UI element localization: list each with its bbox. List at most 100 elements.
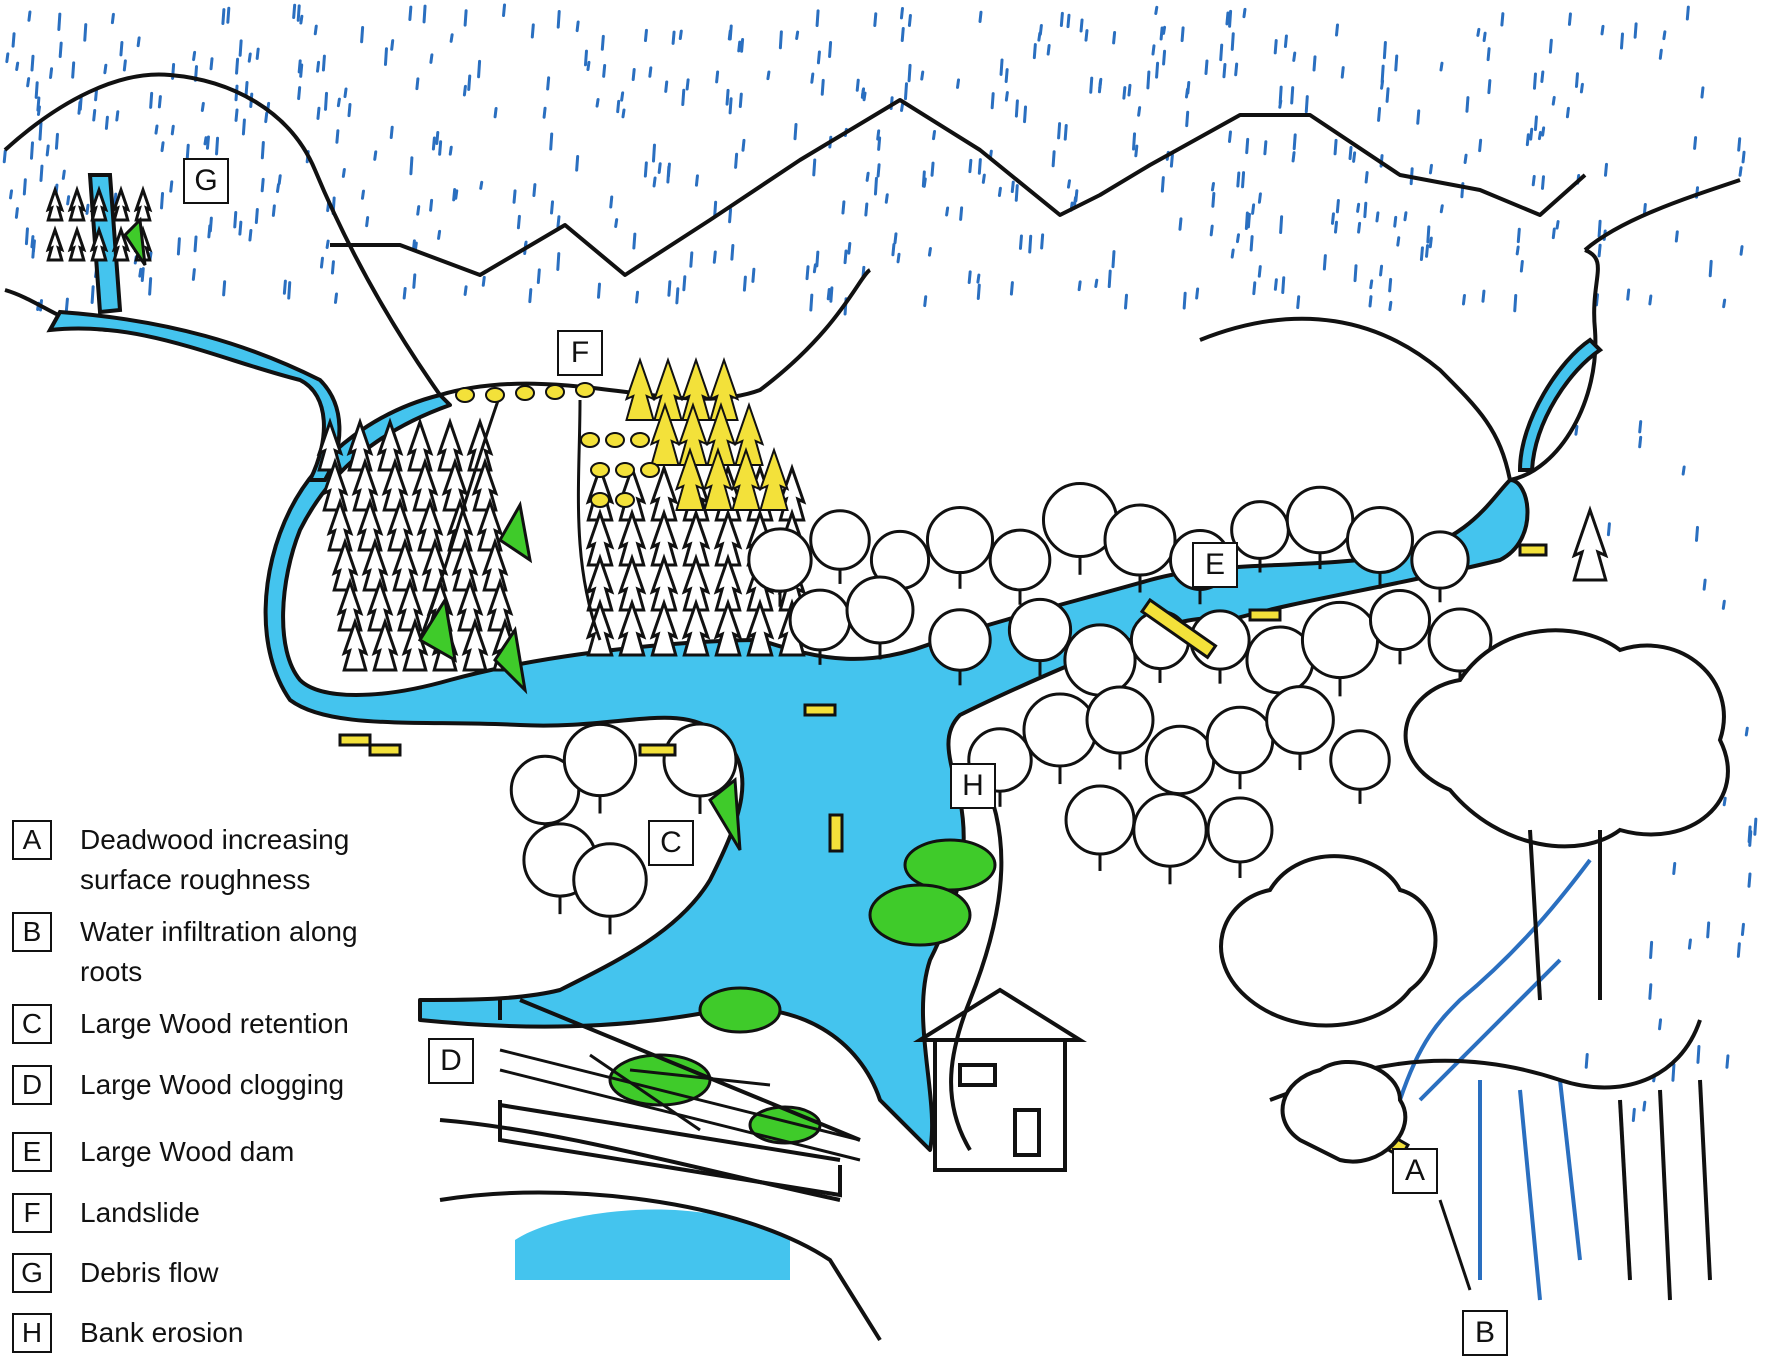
- rain-streak: [1565, 106, 1570, 119]
- rain-streak: [1312, 55, 1317, 72]
- rain-streak: [1685, 5, 1690, 21]
- rain-streak: [1227, 130, 1232, 143]
- rain-streak: [463, 9, 468, 27]
- rain-streak: [631, 68, 636, 81]
- rain-streak: [682, 275, 687, 292]
- deciduous-tree: [1265, 685, 1335, 755]
- rain-streak: [809, 293, 814, 312]
- rain-streak: [1124, 293, 1129, 310]
- rain-streak: [635, 290, 640, 304]
- rain-streak: [1063, 124, 1068, 141]
- legend-key-b: B: [12, 912, 52, 952]
- rain-streak: [1225, 11, 1230, 26]
- legend-key-f: F: [12, 1193, 52, 1233]
- rain-streak: [694, 174, 699, 187]
- deciduous-tree: [662, 722, 738, 798]
- legend-row-a: A Deadwood increasing surface roughness: [12, 820, 410, 900]
- rain-streak: [1597, 243, 1602, 258]
- rain-streak: [324, 91, 329, 111]
- rain-streak: [1084, 29, 1089, 42]
- conifer-tree: [471, 457, 499, 512]
- rain-streak: [58, 41, 63, 58]
- rain-streak: [1079, 18, 1084, 33]
- rain-streak: [1519, 260, 1524, 273]
- deciduous-tree: [1103, 503, 1177, 577]
- rain-streak: [1551, 95, 1556, 106]
- rain-streak: [678, 29, 683, 41]
- rain-streak: [620, 91, 625, 102]
- rain-streak: [45, 144, 50, 157]
- rain-streak: [1540, 70, 1545, 83]
- rain-streak: [981, 173, 986, 184]
- rain-streak: [449, 33, 454, 43]
- conifer-tree: [713, 598, 743, 657]
- rain-streak: [516, 214, 521, 230]
- rain-streak: [1281, 276, 1286, 294]
- rain-streak: [1204, 59, 1209, 76]
- rain-streak: [1051, 150, 1056, 168]
- conifer-tree: [476, 497, 504, 552]
- rain-streak: [1548, 38, 1553, 54]
- rain-streak: [1228, 9, 1233, 28]
- rain-streak: [1537, 130, 1542, 141]
- rain-streak: [651, 143, 656, 163]
- legend-key-h: H: [12, 1313, 52, 1353]
- rain-streak: [843, 249, 848, 265]
- rain-streak: [1533, 115, 1538, 132]
- rain-streak: [1721, 599, 1726, 610]
- rain-streak: [462, 84, 467, 97]
- rain-streak: [1146, 70, 1151, 90]
- rain-streak: [467, 74, 472, 91]
- rain-streak: [347, 103, 352, 118]
- tree-stump: [545, 384, 565, 400]
- rain-streak: [38, 121, 43, 141]
- rain-streak: [922, 177, 927, 188]
- rain-streak: [1279, 215, 1284, 235]
- rain-streak: [1747, 872, 1752, 888]
- rain-streak: [1738, 166, 1743, 177]
- rain-streak: [205, 135, 210, 150]
- rain-streak: [39, 164, 44, 182]
- rain-streak: [652, 176, 657, 188]
- rain-streak: [860, 88, 865, 99]
- rain-streak: [778, 30, 783, 50]
- rain-streak: [793, 123, 798, 141]
- rain-streak: [30, 54, 35, 72]
- rain-streak: [140, 267, 145, 283]
- rain-streak: [92, 109, 97, 122]
- rain-streak: [1235, 233, 1240, 244]
- rain-streak: [54, 132, 59, 150]
- rain-streak: [751, 267, 756, 283]
- rain-streak: [1694, 525, 1699, 542]
- conifer-tree: [617, 598, 647, 657]
- conifer-tree: [461, 617, 489, 672]
- map-label-f: F: [557, 330, 603, 376]
- rain-streak: [1249, 235, 1254, 252]
- deciduous-tree: [747, 527, 813, 593]
- rain-streak: [648, 66, 653, 78]
- rain-streak: [254, 207, 259, 225]
- rain-streak: [209, 57, 214, 71]
- rain-streak: [1403, 211, 1408, 222]
- rain-streak: [29, 141, 34, 160]
- landslide: [418, 394, 602, 641]
- rain-streak: [1388, 300, 1393, 312]
- rain-streak: [1004, 91, 1009, 102]
- rain-streak: [1463, 153, 1468, 165]
- rain-streak: [1296, 295, 1301, 310]
- rain-streak: [271, 204, 276, 217]
- rain-streak: [260, 177, 265, 193]
- rain-streak: [1753, 817, 1758, 836]
- rain-streak: [1195, 287, 1200, 300]
- rain-streak: [1574, 72, 1579, 88]
- rain-streak: [550, 200, 555, 215]
- rain-streak: [945, 206, 950, 217]
- rain-streak: [1722, 796, 1727, 807]
- tree-stump: [590, 462, 610, 478]
- rain-streak: [1394, 54, 1399, 72]
- rain-streak: [815, 9, 820, 27]
- rain-streak: [815, 250, 820, 268]
- rain-streak: [238, 220, 243, 236]
- conifer-tree: [331, 537, 359, 592]
- deciduous-tree: [572, 842, 648, 918]
